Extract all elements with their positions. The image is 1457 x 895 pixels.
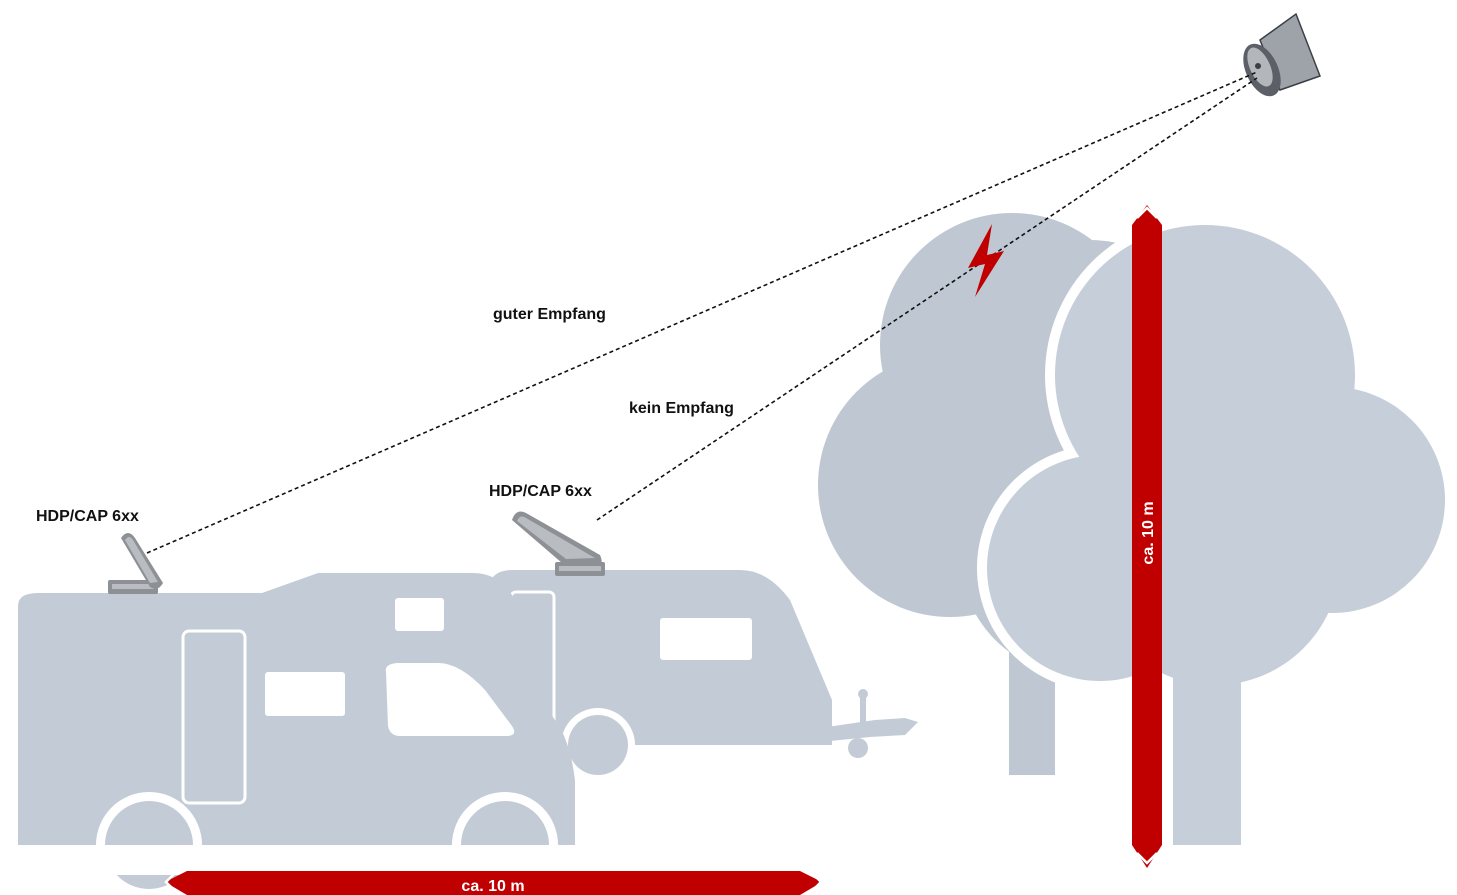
width-dimension-bar: ca. 10 m [165, 871, 822, 895]
label-no-reception: kein Empfang [629, 400, 734, 417]
label-antenna-rear: HDP/CAP 6xx [489, 483, 592, 500]
label-antenna-front: HDP/CAP 6xx [36, 508, 139, 525]
satellite-dish-icon [108, 533, 163, 594]
label-good-reception: guter Empfang [493, 306, 606, 323]
satellite-icon [1236, 14, 1320, 102]
width-dimension-label: ca. 10 m [461, 878, 524, 895]
height-dimension-label: ca. 10 m [1140, 501, 1157, 564]
height-dimension-bar: ca. 10 m [1132, 205, 1162, 868]
satellite-dish-icon [512, 512, 605, 576]
